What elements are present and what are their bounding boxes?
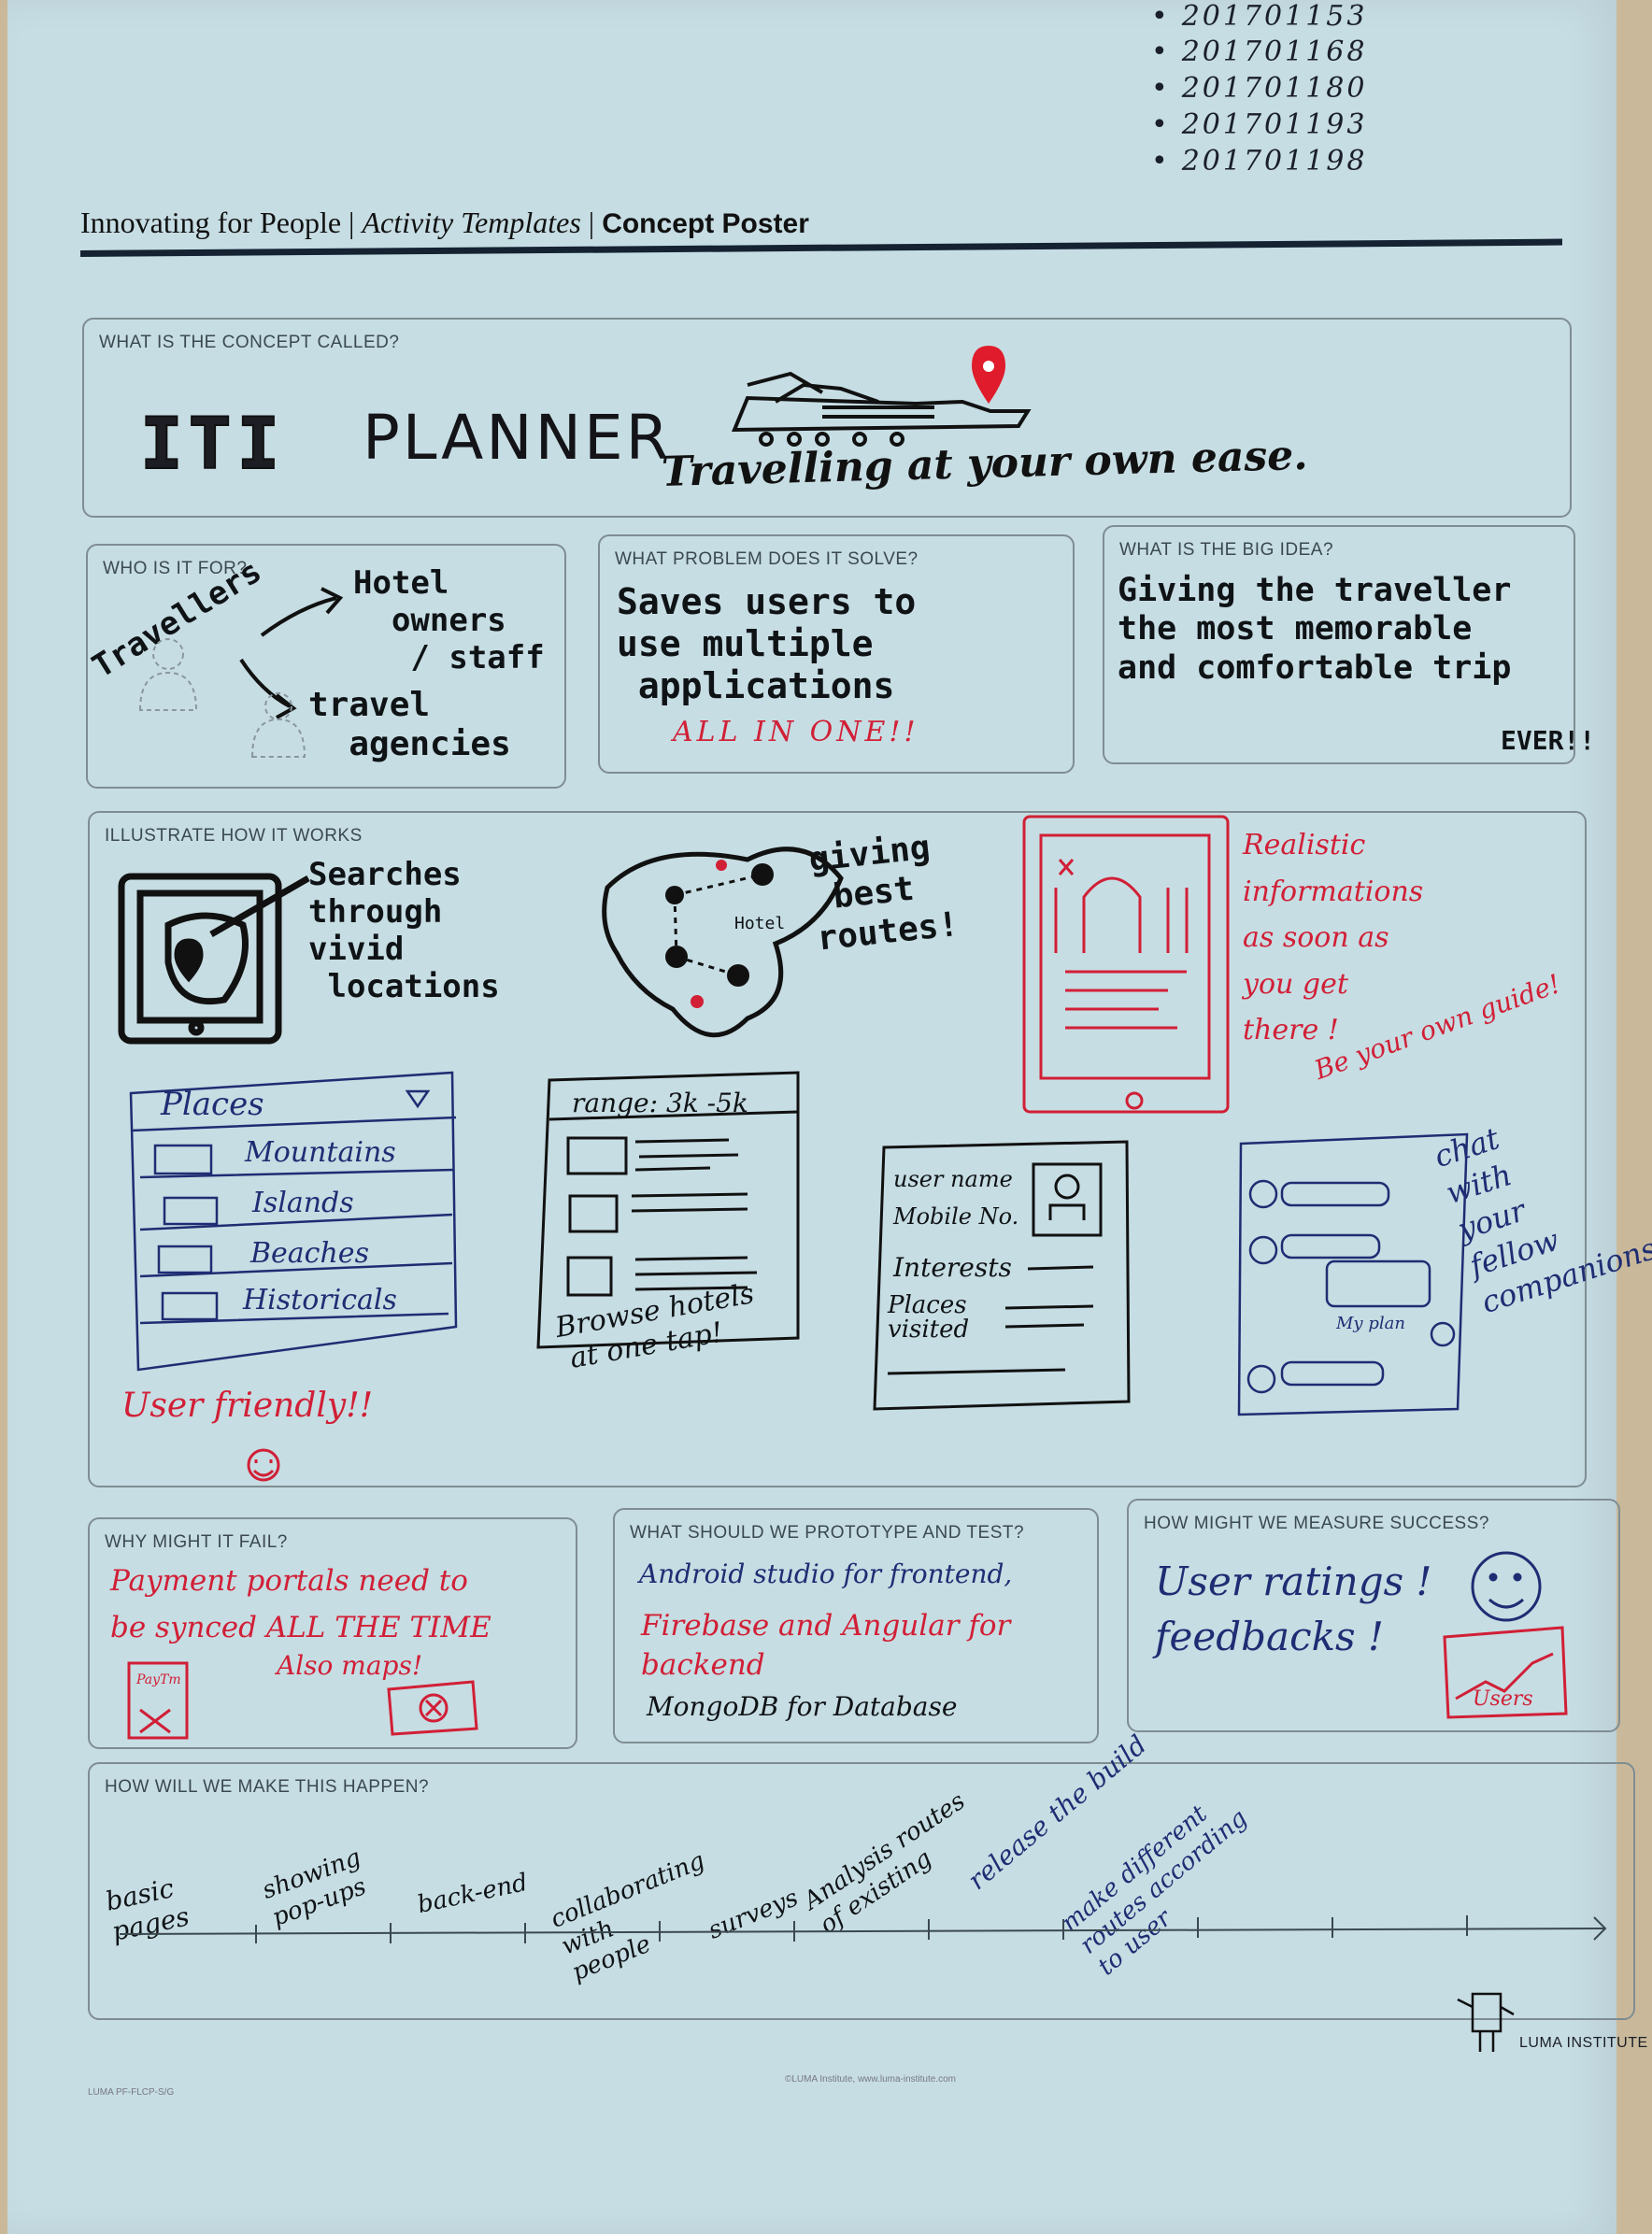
who-arrows: [239, 587, 344, 719]
student-id: 201701168: [1151, 36, 1368, 68]
student-id: 201701180: [1151, 72, 1368, 105]
timeline-line: [119, 1915, 1607, 1943]
place-item: Historicals: [243, 1284, 397, 1316]
fail-box: WHY MIGHT IT FAIL?: [88, 1517, 577, 1749]
profile-field: Mobile No.: [893, 1203, 1019, 1230]
big-idea-ever: EVER!!: [1501, 725, 1596, 756]
happen-label: HOW WILL WE MAKE THIS HAPPEN?: [105, 1777, 430, 1797]
header-org: Innovating for People: [80, 206, 342, 239]
concept-name-iti: ITI: [139, 401, 286, 486]
problem-box: WHAT PROBLEM DOES IT SOLVE?: [598, 534, 1075, 774]
concept-box: WHAT IS THE CONCEPT CALLED?: [82, 318, 1572, 518]
fail-text: Payment portals need to be synced ALL TH…: [110, 1564, 491, 1644]
poster-sheet: [7, 0, 1616, 2234]
problem-label: WHAT PROBLEM DOES IT SOLVE?: [615, 549, 919, 569]
place-item: Beaches: [250, 1237, 369, 1270]
measure-box: HOW MIGHT WE MEASURE SUCCESS?: [1127, 1499, 1620, 1732]
illustrate-user-friendly: User friendly!!: [121, 1387, 374, 1425]
tablet-map-icon: [118, 873, 310, 1045]
chat-screen-sketch: [1237, 1132, 1469, 1416]
profile-field: user name: [893, 1166, 1013, 1192]
place-item: Islands: [252, 1187, 354, 1219]
footer-code: LUMA PF-FLCP-S/G: [88, 2087, 175, 2098]
illustrate-label: ILLUSTRATE HOW IT WORKS: [105, 826, 363, 846]
who-travel-agencies: travel agencies: [308, 686, 511, 764]
measure-label: HOW MIGHT WE MEASURE SUCCESS?: [1144, 1514, 1489, 1533]
prototype-line2: Firebase and Angular for: [641, 1609, 1011, 1643]
fail-maps: Also maps!: [277, 1650, 423, 1681]
big-idea-box: WHAT IS THE BIG IDEA?: [1103, 525, 1575, 764]
tablet-monument-sketch: [1022, 815, 1230, 1114]
places-header: Places: [161, 1086, 264, 1123]
footer-center: ©LUMA Institute, www.luma-institute.com: [785, 2074, 956, 2085]
paytm-cross-icon: [127, 1661, 189, 1740]
profile-card-sketch: [873, 1140, 1131, 1411]
places-panel: [129, 1071, 458, 1372]
who-label: WHO IS IT FOR?: [103, 559, 248, 578]
footer-brand: LUMA INSTITUTE: [1519, 2035, 1648, 2051]
luma-mascot-icon: [1457, 1992, 1515, 2052]
big-idea-label: WHAT IS THE BIG IDEA?: [1119, 540, 1334, 560]
who-silhouettes: [138, 638, 306, 758]
problem-text: Saves users to use multiple applications: [617, 581, 917, 706]
fail-paytm: PayTm: [136, 1672, 181, 1687]
header-section: Activity Templates: [362, 206, 581, 239]
train-boat-sketch: [731, 371, 1032, 447]
map-cross-icon: [387, 1680, 478, 1736]
smiley-face-icon: [1471, 1551, 1542, 1622]
location-pin-icon: [972, 346, 1005, 404]
hotel-list-sketch: [536, 1071, 800, 1349]
prototype-line4: MongoDB for Database: [647, 1691, 958, 1722]
student-id: 201701193: [1151, 108, 1368, 141]
illustrate-realistic: Realistic informations as soon as you ge…: [1243, 829, 1424, 1046]
concept-label: WHAT IS THE CONCEPT CALLED?: [99, 333, 400, 352]
illustrate-hotel-marker: Hotel: [734, 914, 786, 933]
prototype-line1: Android studio for frontend,: [639, 1558, 1013, 1589]
poster-header: Innovating for People|Activity Templates…: [80, 206, 809, 239]
student-id: 201701198: [1151, 145, 1368, 178]
prototype-box: WHAT SHOULD WE PROTOTYPE AND TEST?: [613, 1508, 1099, 1743]
prototype-line3: backend: [641, 1648, 765, 1682]
profile-field: Interests: [893, 1252, 1012, 1283]
place-item: Mountains: [245, 1136, 396, 1169]
illustrate-box: ILLUSTRATE HOW IT WORKS: [88, 811, 1587, 1487]
measure-text: User ratings ! feedbacks !: [1155, 1558, 1432, 1659]
illustrate-searches: Searches through vivid locations: [308, 856, 500, 1006]
growth-chart-icon: [1443, 1626, 1568, 1719]
prototype-label: WHAT SHOULD WE PROTOTYPE AND TEST?: [630, 1523, 1025, 1543]
illustrate-range: range: 3k -5k: [572, 1088, 748, 1118]
smiley-icon: [247, 1448, 280, 1482]
profile-field: Places visited: [888, 1291, 970, 1344]
big-idea-text: Giving the traveller the most memorable …: [1118, 572, 1512, 687]
concept-name-planner: PLANNER: [363, 402, 672, 474]
header-doc: Concept Poster: [602, 208, 809, 239]
illustrate-my-plan: My plan: [1336, 1314, 1405, 1333]
fail-label: WHY MIGHT IT FAIL?: [105, 1532, 288, 1552]
route-map-sketch: [602, 847, 844, 1038]
problem-highlight: ALL IN ONE!!: [673, 716, 919, 748]
student-id: 201701153: [1151, 0, 1368, 33]
who-box: WHO IS IT FOR?: [86, 544, 566, 789]
happen-box: HOW WILL WE MAKE THIS HAPPEN?: [88, 1762, 1635, 2020]
who-hotel-owners: Hotel owners / staff: [353, 564, 545, 677]
